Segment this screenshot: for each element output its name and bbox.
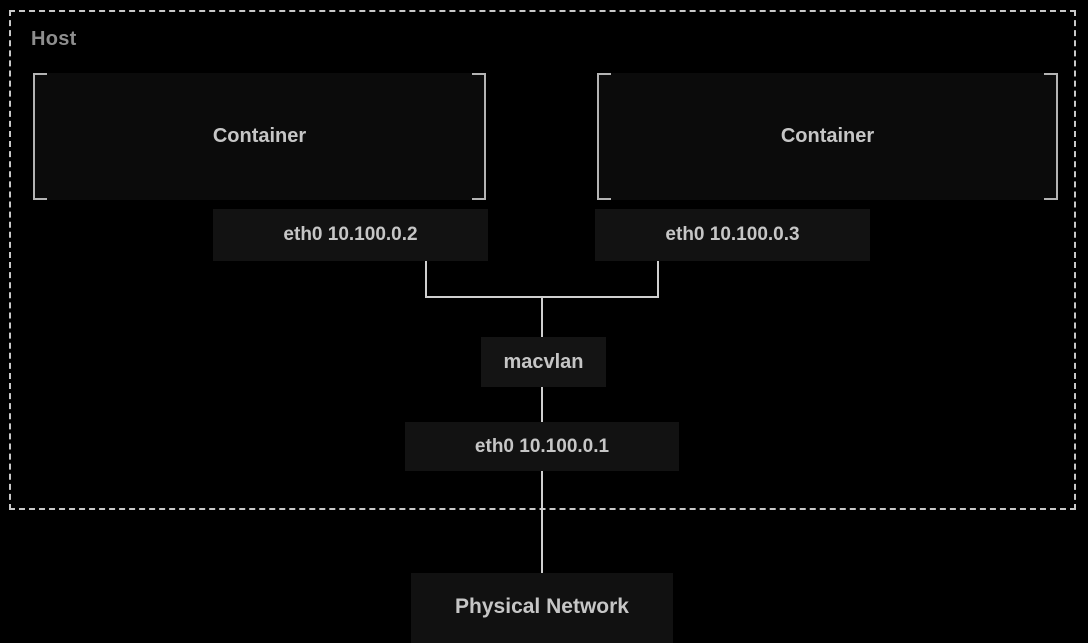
macvlan-node: macvlan [481, 337, 606, 387]
eth-container2-label: eth0 10.100.0.3 [665, 224, 800, 245]
eth-container1-label: eth0 10.100.0.2 [283, 224, 418, 245]
bracket-left-icon [33, 73, 47, 200]
container-1-label: Container [212, 125, 307, 147]
eth-host-label: eth0 10.100.0.1 [474, 435, 610, 457]
host-label: Host [31, 28, 77, 50]
bracket-right-icon [1044, 73, 1058, 200]
bracket-left-icon [597, 73, 611, 200]
physical-network-label: Physical Network [455, 595, 629, 618]
macvlan-label: macvlan [503, 350, 584, 373]
bracket-right-icon [472, 73, 486, 200]
physical-network-node: Physical Network [411, 573, 673, 643]
container-node-1: Container [33, 73, 486, 200]
container-2-label: Container [780, 125, 875, 147]
eth-node-container2: eth0 10.100.0.3 [595, 209, 870, 261]
connector-eth1-down [425, 261, 427, 298]
connector-macvlan-to-hosteth [541, 387, 543, 422]
connector-junction-to-macvlan [541, 296, 543, 337]
macvlan-network-diagram: Host Container Container eth0 10.100.0.2… [9, 10, 1076, 643]
connector-eth2-down [657, 261, 659, 298]
eth-node-host: eth0 10.100.0.1 [405, 422, 679, 471]
container-node-2: Container [597, 73, 1058, 200]
connector-hosteth-to-physical [541, 471, 543, 573]
eth-node-container1: eth0 10.100.0.2 [213, 209, 488, 261]
